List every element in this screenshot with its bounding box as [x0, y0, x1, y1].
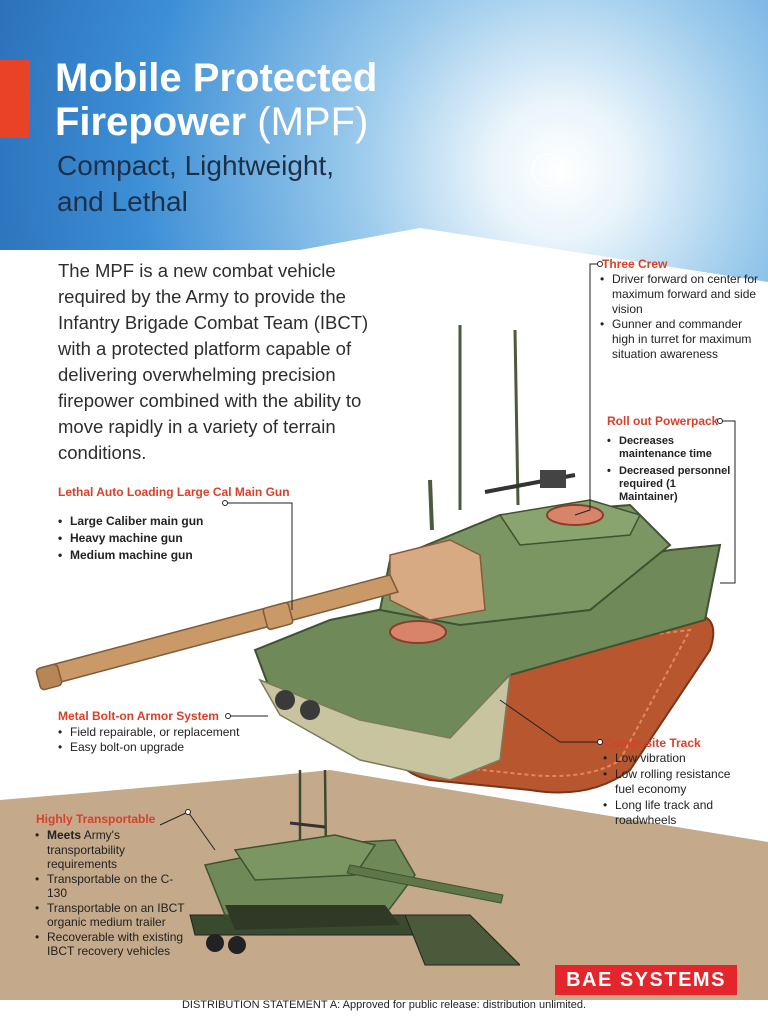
callout-transport-title: Highly Transportable [36, 812, 156, 826]
callout-three-crew-title: Three Crew [602, 257, 668, 271]
list-item: Transportable on the C-130 [35, 872, 185, 901]
callout-armor-title: Metal Bolt-on Armor System [58, 709, 219, 723]
callout-track-title: Composite Track [604, 736, 701, 750]
list-item: Heavy machine gun [58, 530, 258, 547]
title-accent-bar [0, 60, 30, 138]
list-item: Long life track and roadwheels [603, 798, 743, 829]
callout-transport-list: Meets Army's transportability requiremen… [35, 828, 185, 959]
list-item: Field repairable, or replacement [58, 725, 258, 740]
list-item: Driver forward on center for maximum for… [600, 272, 760, 317]
page-title: Mobile Protected Firepower (MPF) [55, 56, 378, 144]
list-item: Easy bolt-on upgrade [58, 740, 258, 755]
list-item: Transportable on an IBCT organic medium … [35, 901, 185, 930]
list-item: Low rolling resistance fuel economy [603, 767, 743, 798]
callout-main-gun-list: Large Caliber main gun Heavy machine gun… [58, 513, 258, 564]
main-tank-illustration [35, 325, 722, 794]
list-item: Meets Army's transportability requiremen… [35, 828, 185, 872]
list-item: Medium machine gun [58, 547, 258, 564]
callout-powerpack-title: Roll out Powerpack [607, 414, 719, 428]
distribution-statement: DISTRIBUTION STATEMENT A: Approved for p… [181, 999, 587, 1011]
transport-tank-illustration [189, 769, 520, 966]
callout-powerpack-list: Decreases maintenance time Decreased per… [607, 435, 732, 504]
list-item: Decreases maintenance time [607, 435, 732, 461]
sky-edge [0, 153, 768, 330]
list-item: Large Caliber main gun [58, 513, 258, 530]
intro-paragraph: The MPF is a new combat vehicle required… [58, 260, 369, 463]
list-item: Decreased personnel required (1 Maintain… [607, 465, 732, 504]
callout-three-crew-list: Driver forward on center for maximum for… [600, 272, 760, 362]
callout-main-gun-title: Lethal Auto Loading Large Cal Main Gun [58, 485, 290, 499]
callout-track-list: Low vibration Low rolling resistance fue… [603, 751, 743, 829]
callout-armor-list: Field repairable, or replacement Easy bo… [58, 725, 258, 755]
list-item: Low vibration [603, 751, 743, 767]
page-subtitle: Compact, Lightweight, and Lethal [57, 150, 335, 217]
list-item: Gunner and commander high in turret for … [600, 317, 760, 362]
list-item: Recoverable with existing IBCT recovery … [35, 930, 185, 959]
bae-systems-logo: BAE SYSTEMS [555, 965, 737, 995]
